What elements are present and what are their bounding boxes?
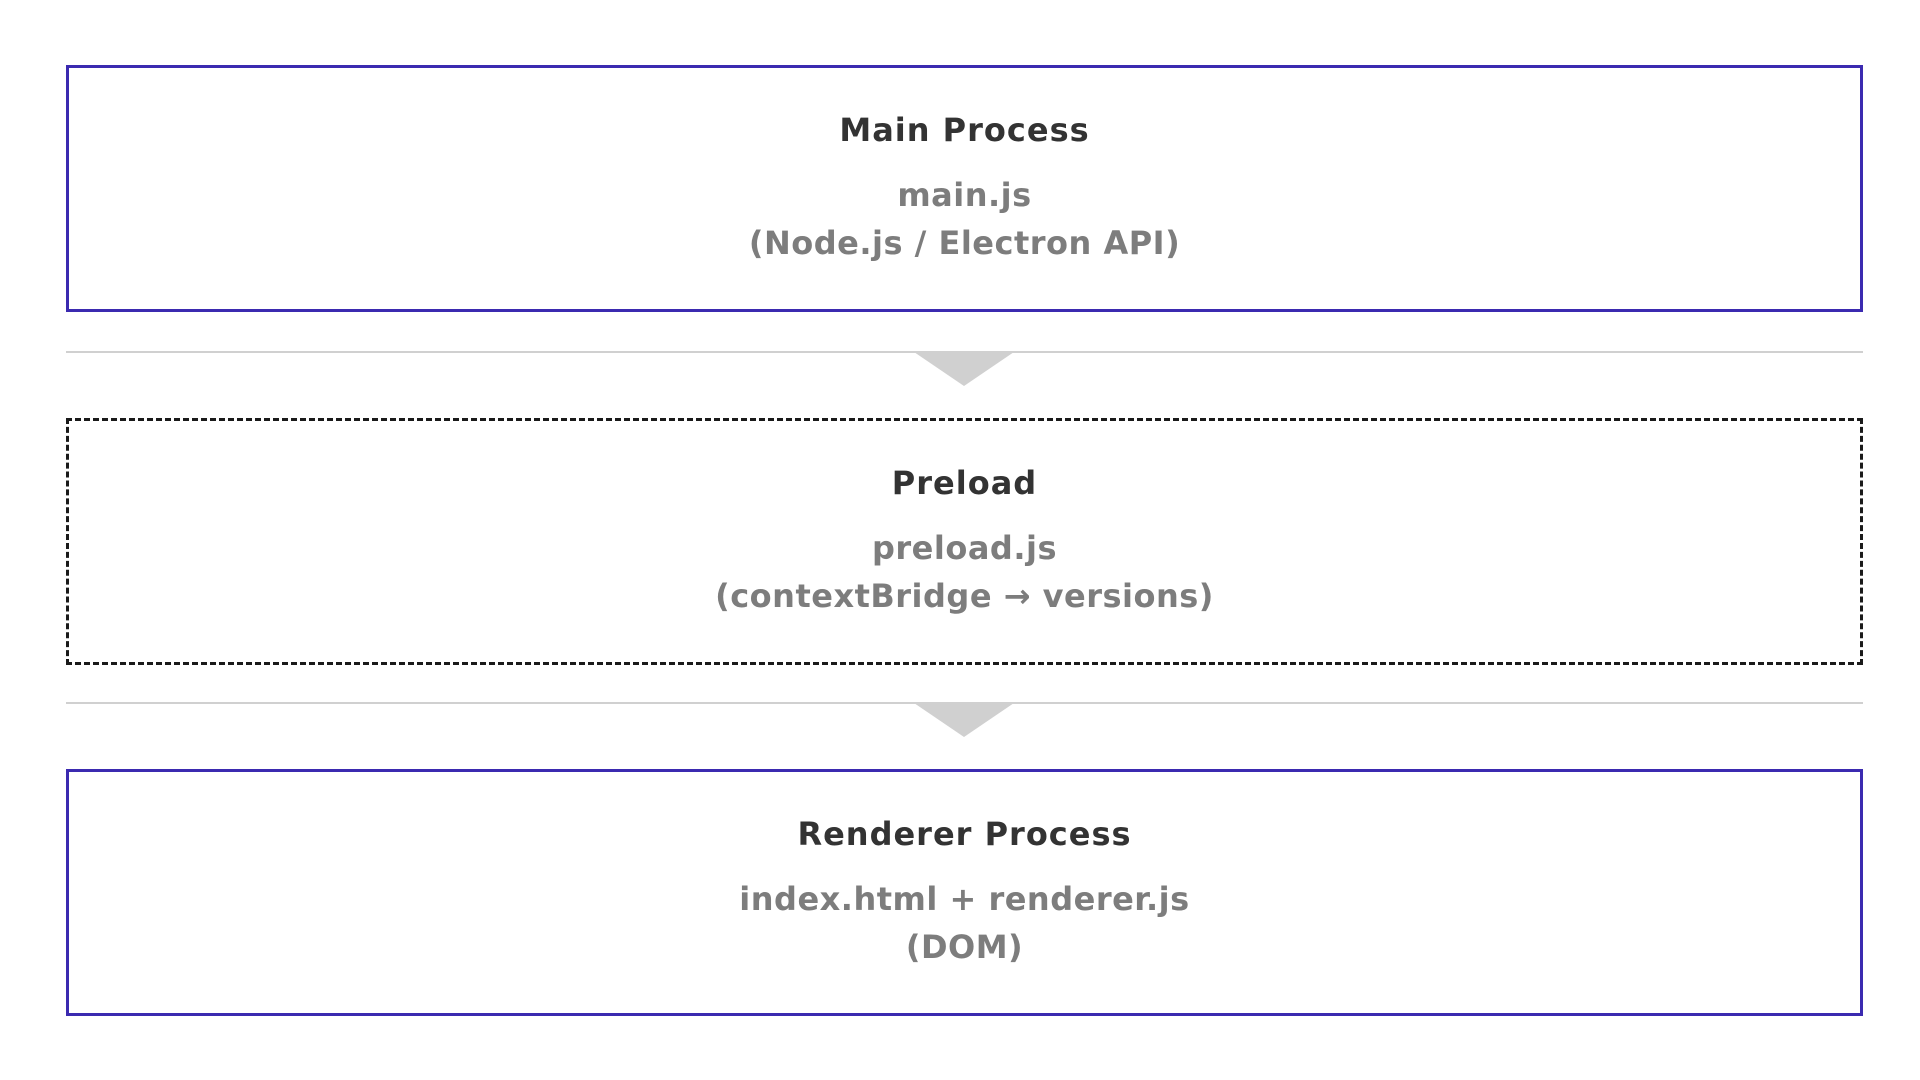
preload-box: Preload preload.js (contextBridge → vers… xyxy=(66,418,1863,665)
preload-file: preload.js xyxy=(871,528,1057,567)
main-process-box: Main Process main.js (Node.js / Electron… xyxy=(66,65,1863,312)
main-process-file: main.js xyxy=(897,175,1032,214)
down-triangle-arrow-icon xyxy=(914,703,1014,737)
renderer-process-box: Renderer Process index.html + renderer.j… xyxy=(66,769,1863,1016)
main-process-detail: (Node.js / Electron API) xyxy=(748,223,1181,262)
renderer-process-title: Renderer Process xyxy=(797,814,1132,853)
renderer-process-file: index.html + renderer.js xyxy=(739,879,1190,918)
preload-title: Preload xyxy=(891,463,1038,502)
renderer-process-detail: (DOM) xyxy=(905,927,1024,966)
down-triangle-arrow-icon xyxy=(914,352,1014,386)
preload-detail: (contextBridge → versions) xyxy=(715,576,1214,615)
main-process-title: Main Process xyxy=(839,110,1090,149)
